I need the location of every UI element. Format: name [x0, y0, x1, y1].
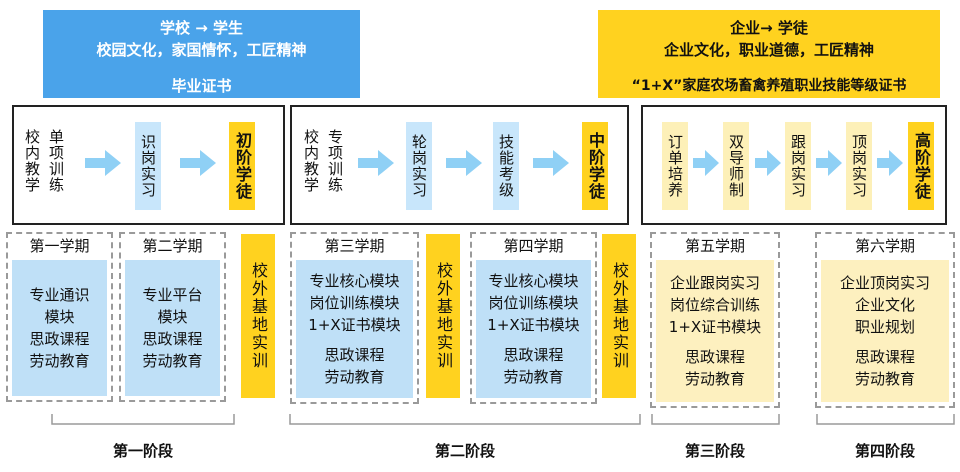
semester-1: 第一学期 专业通识 模块 思政课程 劳动教育 — [6, 232, 113, 402]
semester-5: 第五学期 企业跟岗实习 岗位综合训练 1+X证书模块 思政课程 劳动教育 — [650, 232, 780, 408]
module-line: 劳动教育 — [324, 368, 385, 386]
step-shadow-internship: 跟岗实习 — [785, 122, 811, 210]
enterprise-banner: 企业→ 学徒 企业文化，职业道德，工匠精神 “1+X”家庭农场畜禽养殖职业技能等… — [598, 10, 940, 98]
arrow-right-icon — [877, 150, 903, 176]
module-line: 思政课程 — [684, 348, 745, 366]
step-single-training: 单项训练 — [47, 129, 65, 193]
semester-3: 第三学期 专业核心模块 岗位训练模块 1+X证书模块 思政课程 劳动教育 — [290, 232, 419, 404]
step-observation-internship: 识岗实习 — [135, 122, 161, 210]
goal-senior-apprentice: 高阶学徒 — [908, 122, 934, 210]
module-line: 劳动教育 — [142, 352, 203, 370]
semester-title: 第六学期 — [854, 237, 915, 255]
phase-bracket-2 — [289, 414, 641, 425]
phase-label-4: 第四阶段 — [854, 442, 915, 460]
arrow-right-icon — [533, 150, 569, 176]
enterprise-banner-values: 企业文化，职业道德，工匠精神 — [663, 41, 874, 59]
module-line: 岗位训练模块 — [309, 294, 400, 312]
arrow-right-icon — [446, 150, 482, 176]
module-line: 思政课程 — [324, 346, 385, 364]
step-order-training: 订单培养 — [662, 122, 688, 210]
semester-modules: 专业平台 模块 思政课程 劳动教育 — [125, 260, 220, 396]
arrow-right-icon — [358, 150, 394, 176]
base-training-bar-3: 校外基地实训 — [602, 234, 636, 398]
arrow-right-icon — [693, 150, 719, 176]
phase-label-1: 第一阶段 — [112, 442, 173, 460]
module-line: 思政课程 — [29, 330, 90, 348]
semester-modules: 专业核心模块 岗位训练模块 1+X证书模块 思政课程 劳动教育 — [476, 260, 591, 398]
module-line: 1+X证书模块 — [668, 318, 762, 336]
semester-modules: 企业跟岗实习 岗位综合训练 1+X证书模块 思政课程 劳动教育 — [656, 260, 774, 402]
step-school-teaching-1: 校内教学 — [23, 129, 41, 193]
semester-title: 第二学期 — [142, 237, 203, 255]
semester-modules: 专业核心模块 岗位训练模块 1+X证书模块 思政课程 劳动教育 — [296, 260, 413, 398]
module-line: 专业核心模块 — [488, 272, 579, 290]
semester-title: 第五学期 — [684, 237, 745, 255]
arrow-right-icon — [85, 150, 121, 176]
semester-title: 第一学期 — [29, 237, 90, 255]
semester-6: 第六学期 企业顶岗实习 企业文化 职业规划 思政课程 劳动教育 — [815, 232, 955, 408]
arrow-right-icon — [180, 150, 216, 176]
goal-junior-apprentice: 初阶学徒 — [229, 122, 255, 210]
base-training-bar-1: 校外基地实训 — [241, 234, 275, 398]
step-skill-grading: 技能考级 — [493, 122, 519, 210]
phase-brackets — [51, 414, 955, 425]
module-line: 专业核心模块 — [309, 272, 400, 290]
module-line: 企业跟岗实习 — [669, 274, 760, 292]
step-special-training: 专项训练 — [326, 129, 344, 193]
step-dual-mentor: 双导师制 — [723, 122, 749, 210]
semester-title: 第三学期 — [324, 237, 385, 255]
goal-intermediate-apprentice: 中阶学徒 — [582, 122, 608, 210]
phase-label-3: 第三阶段 — [684, 442, 745, 460]
semester-2: 第二学期 专业平台 模块 思政课程 劳动教育 — [119, 232, 226, 402]
module-line: 企业文化 — [854, 296, 915, 314]
module-line: 劳动教育 — [503, 368, 564, 386]
module-line: 1+X证书模块 — [487, 316, 580, 334]
module-line: 思政课程 — [854, 348, 915, 366]
school-banner-title: 学校 → 学生 — [159, 19, 243, 37]
module-line: 1+X证书模块 — [308, 316, 401, 334]
phase-bracket-3 — [651, 414, 780, 425]
module-line: 岗位训练模块 — [488, 294, 579, 312]
module-line: 岗位综合训练 — [669, 296, 760, 314]
school-banner: 学校 → 学生 校园文化，家国情怀，工匠精神 毕业证书 — [43, 10, 360, 98]
module-line: 专业通识 — [29, 286, 90, 304]
module-line: 模块 — [44, 308, 75, 326]
module-line: 职业规划 — [854, 318, 915, 336]
phase-label-2: 第二阶段 — [434, 442, 495, 460]
module-line: 劳动教育 — [29, 352, 90, 370]
base-training-bar-2: 校外基地实训 — [426, 234, 460, 398]
module-line: 劳动教育 — [684, 370, 745, 388]
step-school-teaching-2: 校内教学 — [302, 129, 320, 193]
school-banner-certificate: 毕业证书 — [171, 77, 232, 95]
school-banner-values: 校园文化，家国情怀，工匠精神 — [96, 41, 307, 59]
module-line: 企业顶岗实习 — [839, 274, 930, 292]
arrow-right-icon — [755, 150, 781, 176]
step-post-internship: 顶岗实习 — [846, 122, 872, 210]
phase-bracket-1 — [51, 414, 235, 425]
module-line: 专业平台 — [142, 286, 203, 304]
enterprise-banner-title: 企业→ 学徒 — [730, 19, 808, 37]
semester-modules: 专业通识 模块 思政课程 劳动教育 — [12, 260, 107, 396]
arrow-right-icon — [816, 150, 842, 176]
semester-title: 第四学期 — [503, 237, 564, 255]
module-line: 思政课程 — [503, 346, 564, 364]
enterprise-banner-certificate: “1+X”家庭农场畜禽养殖职业技能等级证书 — [631, 78, 907, 94]
module-line: 思政课程 — [142, 330, 203, 348]
module-line: 劳动教育 — [854, 370, 915, 388]
semester-4: 第四学期 专业核心模块 岗位训练模块 1+X证书模块 思政课程 劳动教育 — [470, 232, 597, 404]
step-rotation-internship: 轮岗实习 — [406, 122, 432, 210]
module-line: 模块 — [157, 308, 188, 326]
phase-bracket-4 — [816, 414, 955, 425]
semester-modules: 企业顶岗实习 企业文化 职业规划 思政课程 劳动教育 — [821, 260, 949, 402]
